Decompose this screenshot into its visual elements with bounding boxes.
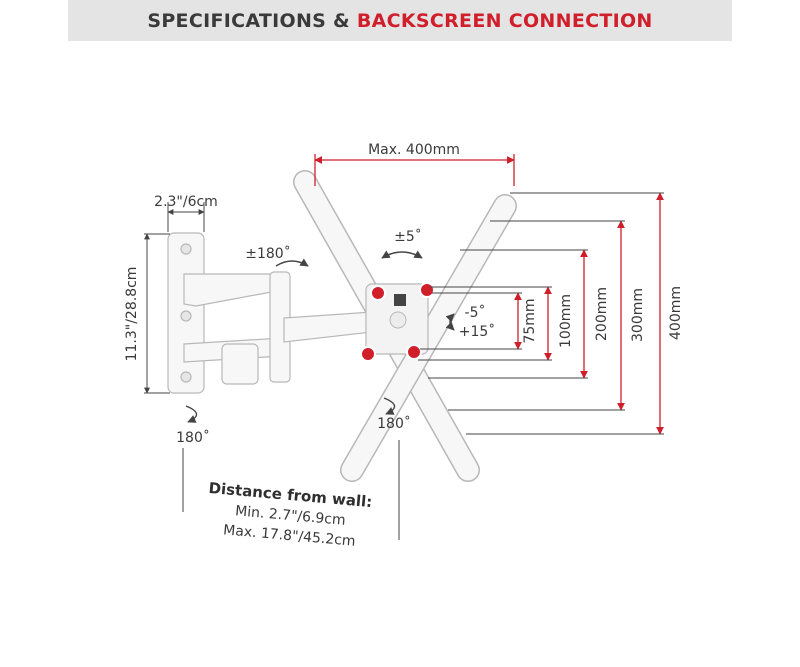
wall-plate-hole [180,243,192,255]
max-width-label: Max. 400mm [368,142,460,158]
mounting-screw [419,282,435,298]
wall-plate-hole [180,310,192,322]
header-banner: SPECIFICATIONS & BACKSCREEN CONNECTION [68,0,732,41]
mounting-screw [370,285,386,301]
rotation-arrows [185,250,455,423]
tilt-plus-label: +15˚ [459,323,496,340]
distance-title: Distance from wall: [208,479,373,511]
extension-lines [144,192,664,540]
depth-label: 2.3"/6cm [154,194,218,210]
page-title: SPECIFICATIONS & BACKSCREEN CONNECTION [147,10,652,32]
mounting-screw [406,344,422,360]
tilt-label: ±5˚ [394,228,422,245]
vesa-200-label: 200mm [594,287,610,341]
rotate-left-arrow-icon [185,405,198,423]
vesa-100-label: 100mm [558,294,574,348]
rotate-right-label: 180˚ [377,415,411,432]
tilt-vertical-arrow-icon [445,313,455,331]
arm-hinge [221,343,259,385]
vesa-75-label: 75mm [522,298,538,343]
wall-arm [167,232,373,394]
swivel-label: ±180˚ [245,245,290,262]
rotate-right-arrow-icon [383,397,396,415]
height-label: 11.3"/28.8cm [124,267,140,362]
vesa-300-label: 300mm [630,288,646,342]
vesa-400-label: 400mm [668,286,684,340]
rotate-left-label: 180˚ [176,429,210,446]
wall-plate-hole [180,371,192,383]
swivel-arrow-icon [275,258,309,267]
front-arm [283,311,373,343]
title-part-backscreen: BACKSCREEN CONNECTION [356,9,653,32]
dimension-lines [314,154,664,435]
title-part-specifications: SPECIFICATIONS & [147,9,357,32]
tilt-minus-label: -5˚ [465,304,486,321]
vesa-bracket [293,170,517,482]
upper-arm [183,273,283,307]
mounting-screw [360,346,376,362]
tilt-arrow-icon [381,250,423,259]
